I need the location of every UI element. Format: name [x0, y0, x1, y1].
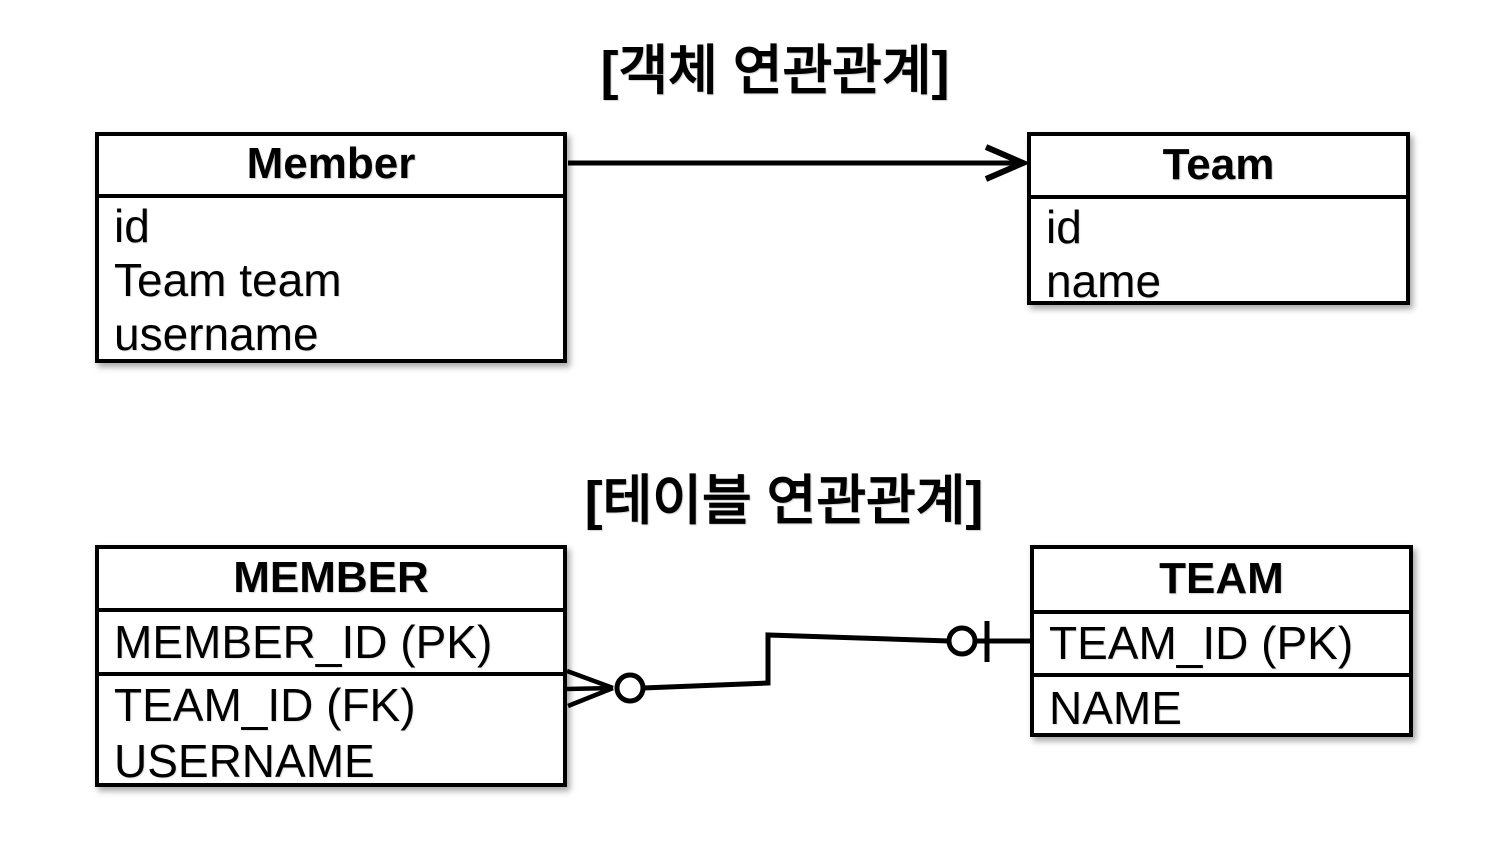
member-class-field-id: id [114, 200, 150, 252]
member-class-fields: id Team team username [99, 198, 563, 361]
team-table-row-pk: TEAM_ID (PK) [1034, 614, 1409, 677]
team-class-field-name: name [1046, 255, 1162, 307]
member-class-field-team: Team team [114, 254, 342, 306]
association-arrow [568, 144, 1031, 182]
team-table-row-name: NAME [1049, 682, 1182, 734]
team-class-fields: id name [1031, 199, 1406, 308]
team-class-title: Team [1031, 136, 1406, 199]
team-table-box: TEAM TEAM_ID (PK) NAME [1030, 545, 1413, 737]
table-relationship-connector [566, 621, 1031, 709]
table-section-title: [테이블 연관관계] [584, 471, 984, 531]
member-table-title: MEMBER [99, 549, 563, 612]
zero-or-one-circle-icon [946, 625, 978, 657]
member-table-row-username: USERNAME [114, 735, 375, 787]
member-table-rows: TEAM_ID (FK) USERNAME [99, 676, 563, 789]
crow-foot-many-icon [566, 668, 614, 709]
member-table-box: MEMBER MEMBER_ID (PK) TEAM_ID (FK) USERN… [95, 545, 567, 787]
arrow-head-icon [984, 144, 1031, 182]
connector-line [642, 632, 950, 691]
object-section-title: [객체 연관관계] [600, 41, 950, 101]
team-class-field-id: id [1046, 201, 1082, 253]
member-table-row-fk: TEAM_ID (FK) [114, 679, 416, 731]
zero-or-many-circle-icon [614, 672, 646, 704]
member-class-box: Member id Team team username [95, 132, 567, 363]
member-table-row-pk: MEMBER_ID (PK) [99, 612, 563, 676]
team-table-title: TEAM [1034, 549, 1409, 614]
member-class-title: Member [99, 136, 563, 198]
member-class-field-username: username [114, 308, 319, 360]
team-class-box: Team id name [1027, 132, 1410, 308]
